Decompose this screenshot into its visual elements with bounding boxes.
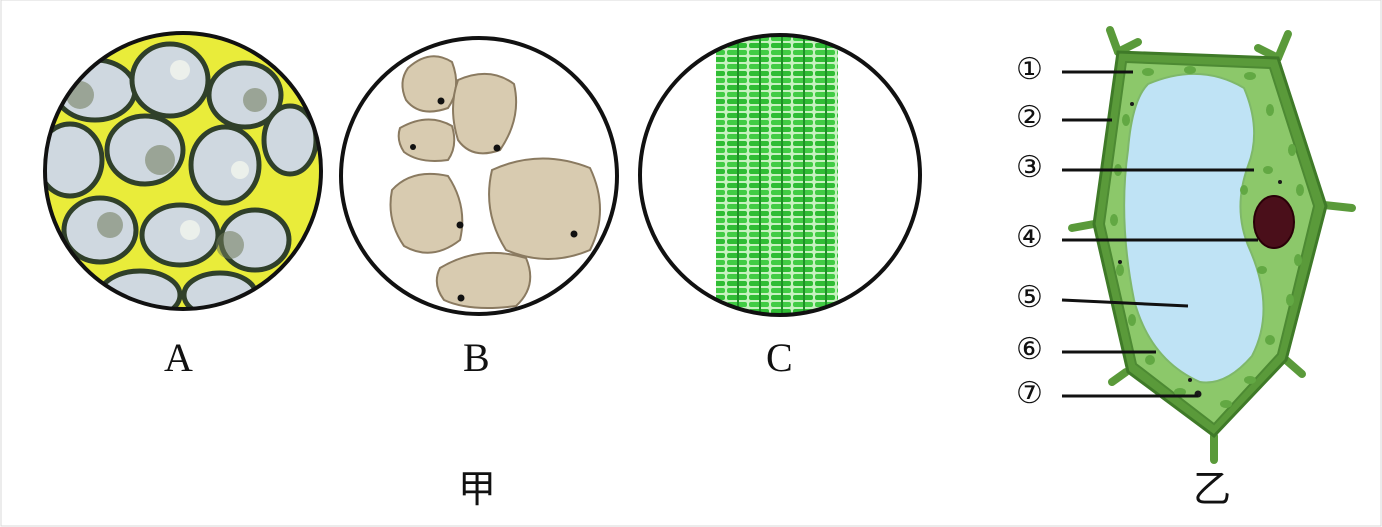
grain-b3 [399, 119, 455, 161]
part-number-4: ④ [1016, 223, 1043, 253]
part-number-1: ① [1016, 55, 1043, 85]
grain-b5 [489, 158, 600, 259]
nucleus [1254, 196, 1294, 248]
panel-label-c: C [766, 338, 793, 378]
group-label-yi: 乙 [1193, 470, 1231, 508]
part-number-2: ② [1016, 103, 1043, 133]
group-label-jia: 甲 [458, 470, 496, 508]
part-number-3: ③ [1016, 153, 1043, 183]
part-number-5: ⑤ [1016, 283, 1043, 313]
panel-label-b: B [463, 338, 490, 378]
part-number-7: ⑦ [1016, 379, 1043, 409]
part-number-6: ⑥ [1016, 335, 1043, 365]
panel-label-a: A [164, 338, 193, 378]
micrograph-c [640, 30, 920, 330]
micrograph-b [341, 38, 617, 314]
grain-b4 [391, 174, 463, 253]
micrograph-a [38, 30, 330, 320]
fiber-strip [716, 30, 838, 330]
